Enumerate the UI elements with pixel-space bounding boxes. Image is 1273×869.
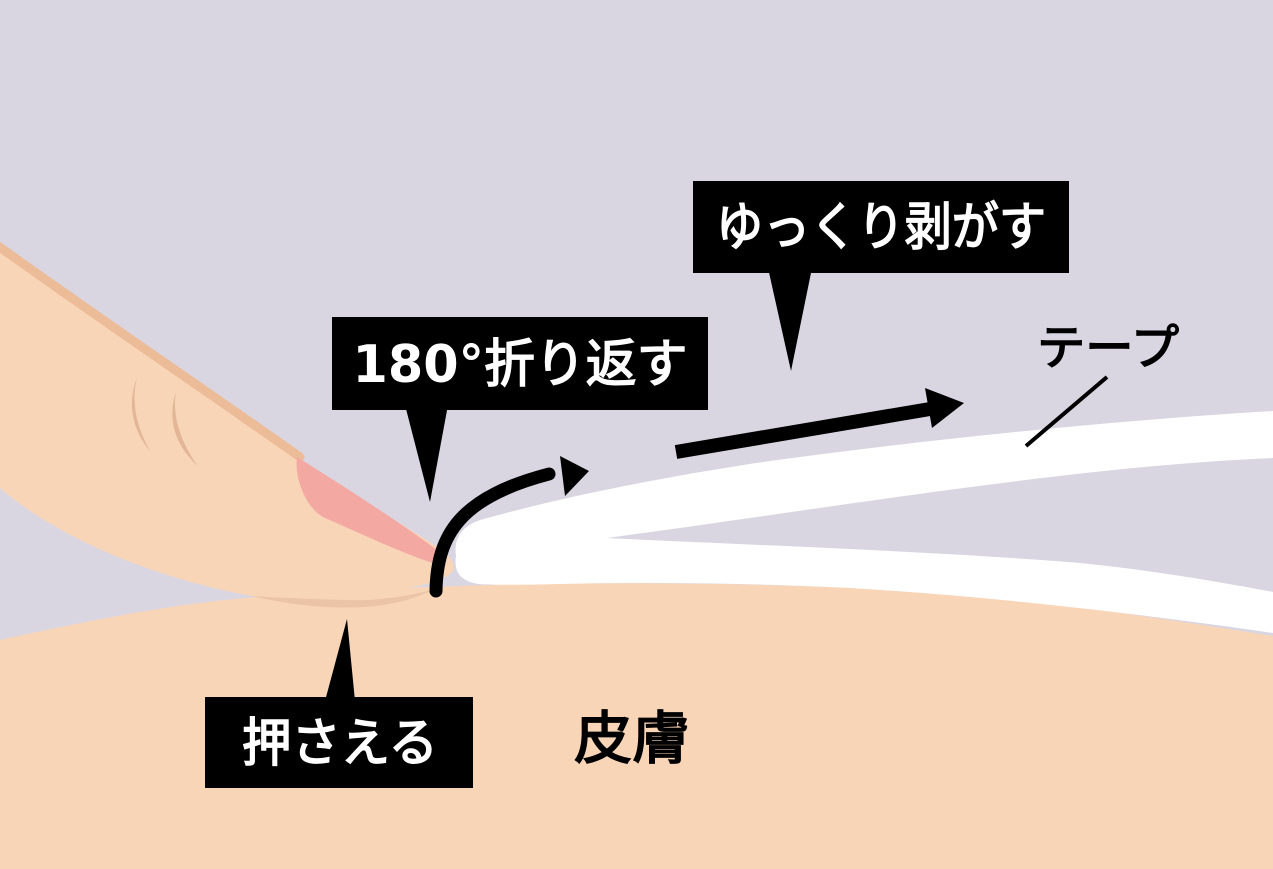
callout-peel-slowly-tail xyxy=(768,268,812,371)
peel-direction-arrow-shaft xyxy=(674,402,932,459)
callout-peel-slowly: ゆっくり剥がす xyxy=(693,181,1069,371)
callout-fold-back-180-label: 180°折り返す xyxy=(353,335,688,395)
tape-leader-line xyxy=(1024,375,1109,448)
tape-label: テープ xyxy=(1037,320,1179,376)
peel-direction-arrow xyxy=(674,388,964,459)
callout-fold-back-180-box xyxy=(332,317,708,410)
callout-peel-slowly-label: ゆっくり剥がす xyxy=(716,198,1046,258)
skin-press-crease xyxy=(252,590,432,608)
fold-arrow xyxy=(429,456,589,598)
finger xyxy=(0,241,454,597)
callout-peel-slowly-box xyxy=(693,181,1069,273)
fingernail xyxy=(296,457,443,565)
callout-fold-back-180-tail xyxy=(405,405,448,502)
callout-press-down-box xyxy=(205,697,473,788)
callout-fold-back-180: 180°折り返す xyxy=(332,317,708,502)
callout-press-down-label: 押さえる xyxy=(242,714,438,774)
finger-knuckle-crease-1 xyxy=(131,378,151,452)
skin-label: 皮膚 xyxy=(574,706,690,772)
fold-arrow-head xyxy=(560,456,589,496)
finger-knuckle-crease-2 xyxy=(172,392,198,466)
tape xyxy=(455,411,1273,633)
skin-surface xyxy=(0,583,1273,869)
callout-press-down: 押さえる xyxy=(205,619,473,788)
peel-direction-arrow-head xyxy=(925,388,964,428)
finger-outline-edge xyxy=(0,241,305,462)
fold-arrow-shaft xyxy=(429,467,556,598)
callout-press-down-tail xyxy=(325,619,355,701)
